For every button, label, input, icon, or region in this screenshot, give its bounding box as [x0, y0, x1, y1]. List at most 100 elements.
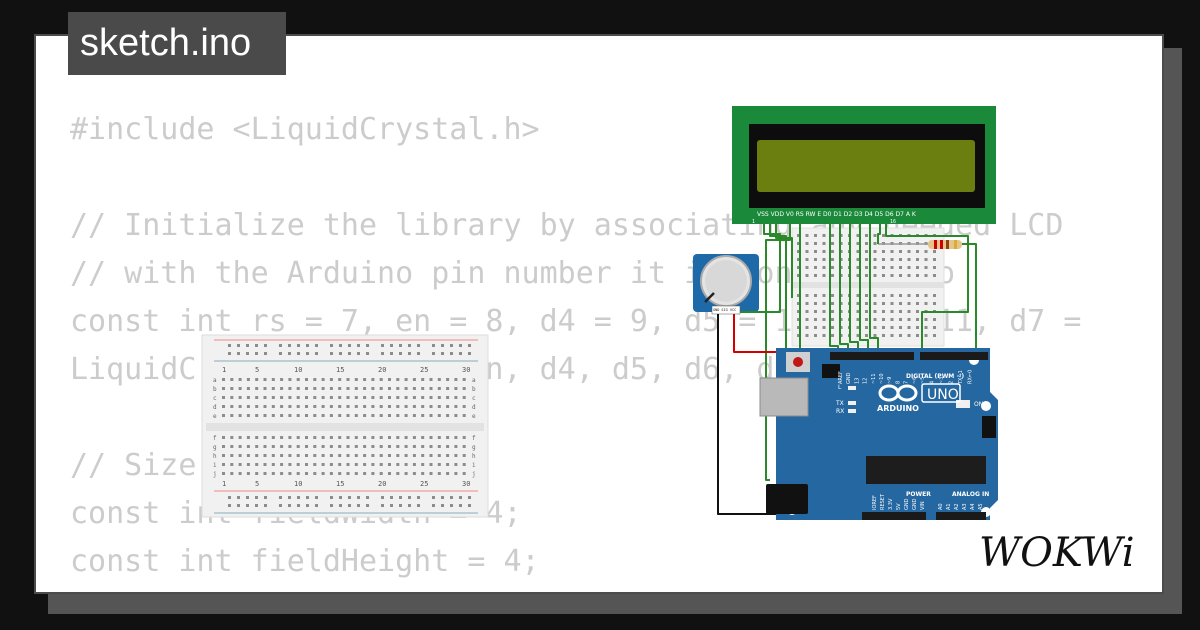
- breadboard-hole: [363, 472, 367, 475]
- breadboard-hole: [296, 414, 300, 417]
- breadboard-hole: [412, 436, 416, 439]
- breadboard-hole: [371, 463, 375, 466]
- file-name-tab[interactable]: sketch.ino: [68, 12, 286, 75]
- breadboard-hole: [822, 326, 826, 329]
- breadboard-hole: [429, 454, 433, 457]
- breadboard-hole: [933, 334, 936, 337]
- breadboard-hole: [379, 378, 383, 381]
- breadboard-hole: [429, 414, 433, 417]
- breadboard-hole: [363, 387, 367, 390]
- breadboard-hole: [354, 436, 358, 439]
- breadboard-hole: [396, 454, 400, 457]
- breadboard-hole: [899, 266, 902, 269]
- breadboard-hole: [822, 310, 826, 313]
- breadboard-hole: [238, 396, 242, 399]
- breadboard-hole: [865, 250, 868, 253]
- pin-label: A0: [938, 503, 944, 510]
- pin-label: GND: [904, 498, 910, 510]
- breadboard-hole: [412, 463, 416, 466]
- row-letter: i: [472, 462, 476, 469]
- pin-label: ~9: [887, 377, 893, 384]
- mini-breadboard[interactable]: [791, 227, 945, 347]
- breadboard-hole: [924, 258, 928, 261]
- breadboard-hole: [396, 463, 400, 466]
- breadboard-hole: [822, 242, 826, 245]
- breadboard-hole: [404, 414, 408, 417]
- breadboard-hole: [831, 234, 834, 237]
- column-number: 25: [420, 480, 428, 488]
- breadboard-hole: [363, 436, 367, 439]
- breadboard-hole: [429, 387, 433, 390]
- row-letter: h: [472, 453, 476, 460]
- breadboard-hole: [404, 387, 408, 390]
- breadboard-hole: [831, 250, 834, 253]
- breadboard-hole: [856, 310, 860, 313]
- pin-label: AREF: [838, 371, 844, 384]
- breadboard-hole: [363, 463, 367, 466]
- breadboard-hole: [822, 302, 826, 305]
- breadboard-hole: [305, 445, 308, 448]
- breadboard-hole: [230, 472, 234, 475]
- breadboard-hole: [388, 378, 391, 381]
- breadboard-hole: [899, 274, 902, 277]
- pin-label: A2: [954, 503, 960, 510]
- breadboard-hole: [814, 258, 817, 261]
- breadboard-hole: [417, 504, 420, 507]
- breadboard-hole: [856, 274, 860, 277]
- lcd-screen: [757, 140, 975, 192]
- breadboard-hole: [421, 396, 425, 399]
- resistor[interactable]: [878, 240, 962, 249]
- breadboard-hole: [865, 234, 868, 237]
- breadboard[interactable]: 1 5 10 15 20 25 30 1 5 10 15 20 25 30 a …: [201, 334, 489, 518]
- lcd-display[interactable]: VSS VDD V0 RS RW E D0 D1 D2 D3 D4 D5 D6 …: [732, 106, 996, 225]
- breadboard-hole: [379, 472, 383, 475]
- breadboard-hole: [390, 344, 393, 347]
- breadboard-hole: [907, 310, 911, 313]
- potentiometer[interactable]: GND SIG VCC: [693, 254, 759, 315]
- wire-green: [775, 222, 793, 298]
- breadboard-hole: [271, 436, 275, 439]
- breadboard-hole: [468, 496, 471, 499]
- row-letter: f: [472, 435, 476, 442]
- l-led-label: L: [838, 384, 842, 391]
- breadboard-hole: [882, 274, 885, 277]
- breadboard-hole: [831, 326, 834, 329]
- breadboard-hole: [371, 378, 375, 381]
- breadboard-hole: [412, 445, 416, 448]
- breadboard-hole: [306, 352, 309, 355]
- wokwi-logo: WOKWi: [979, 530, 1135, 576]
- breadboard-hole: [462, 436, 466, 439]
- breadboard-hole: [797, 250, 800, 253]
- breadboard-hole: [321, 454, 325, 457]
- breadboard-hole: [454, 378, 458, 381]
- breadboard-hole: [454, 454, 458, 457]
- breadboard-hole: [329, 387, 333, 390]
- breadboard-hole: [329, 414, 333, 417]
- column-number: 20: [378, 366, 386, 374]
- breadboard-hole: [822, 266, 826, 269]
- breadboard-hole: [354, 387, 358, 390]
- breadboard-hole: [288, 405, 292, 408]
- breadboard-hole: [890, 258, 894, 261]
- pin-label: RX←0: [968, 370, 974, 384]
- breadboard-hole: [280, 396, 284, 399]
- breadboard-hole: [446, 387, 450, 390]
- breadboard-hole: [454, 405, 458, 408]
- breadboard-hole: [797, 326, 800, 329]
- breadboard-hole: [357, 504, 360, 507]
- breadboard-hole: [899, 318, 902, 321]
- column-number: 10: [294, 480, 302, 488]
- arduino-uno-board[interactable]: L TX RX ON DIGITAL (PWM ~) POWER ANALOG …: [759, 348, 998, 520]
- reset-button[interactable]: [793, 357, 803, 367]
- pin-label: GND: [912, 498, 918, 510]
- breadboard-hole: [271, 405, 275, 408]
- arduino-brand: ARDUINO: [877, 404, 919, 413]
- breadboard-hole: [366, 496, 369, 499]
- lcd-pin-labels: VSS VDD V0 RS RW E D0 D1 D2 D3 D4 D5 D6 …: [757, 211, 917, 218]
- breadboard-hole: [296, 396, 300, 399]
- row-letter: e: [472, 413, 476, 420]
- breadboard-hole: [822, 258, 826, 261]
- breadboard-hole: [399, 344, 402, 347]
- breadboard-hole: [462, 378, 466, 381]
